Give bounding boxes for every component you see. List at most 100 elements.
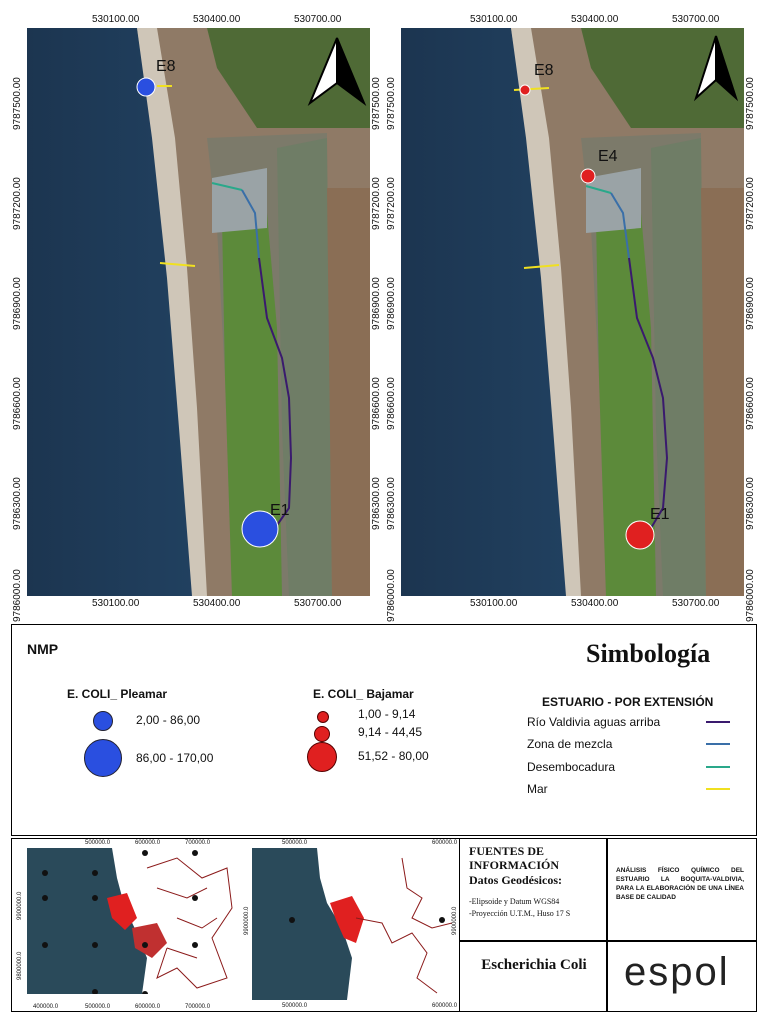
- inset-map-regional[interactable]: [252, 848, 453, 1000]
- inset2-x-tick: 600000.0: [432, 840, 458, 846]
- station-e1[interactable]: [241, 510, 279, 548]
- inset1-x-tick-bottom: 700000.0: [185, 1004, 211, 1010]
- bajamar-symbol-medium: [314, 726, 330, 742]
- parameter-box: [459, 941, 607, 1012]
- pleamar-symbol-small: [93, 711, 113, 731]
- station-e8[interactable]: [519, 84, 531, 96]
- x-axis-top-tick: 530400.00: [571, 14, 619, 25]
- y-axis-tick: 9787200.00: [12, 177, 23, 230]
- rio-valdivia-line: [628, 257, 669, 529]
- y-axis-right-tick: 9786300.00: [371, 477, 382, 530]
- estuario-item-mar: Mar: [527, 782, 548, 796]
- nmp-label: NMP: [27, 641, 59, 657]
- inset2-x-tick-bottom: 500000.0: [282, 1003, 308, 1009]
- sources-title: FUENTES DE INFORMACIÓN: [469, 844, 559, 872]
- zona-mezcla-line: [241, 189, 260, 259]
- sources-line-2: -Proyección U.T.M., Huso 17 S: [469, 909, 571, 918]
- desembocadura-line: [211, 182, 243, 191]
- y-axis-right-tick: 9786900.00: [371, 277, 382, 330]
- mar-line: [523, 264, 560, 269]
- map-panel-left: 530100.00 530400.00 530700.00 E8: [0, 0, 384, 622]
- north-arrow-icon: [307, 37, 367, 106]
- desembocadura-line: [585, 185, 612, 194]
- y-axis-tick: 9786300.00: [386, 477, 397, 530]
- station-e1[interactable]: [625, 520, 655, 550]
- bajamar-class-2: 9,14 - 44,45: [358, 725, 423, 739]
- map-panel-right: 530100.00 530400.00 530700.00: [384, 0, 768, 622]
- x-axis-bottom-tick: 530700.00: [294, 598, 342, 609]
- x-axis-bottom-tick: 530100.00: [92, 598, 140, 609]
- pleamar-symbol-large: [84, 739, 122, 777]
- y-axis-tick: 9786600.00: [12, 377, 23, 430]
- y-axis-right-tick: 9786600.00: [745, 377, 756, 430]
- bajamar-class-1: 1,00 - 9,14: [358, 707, 416, 721]
- y-axis-right-tick: 9787200.00: [371, 177, 382, 230]
- project-title-box: [607, 838, 757, 941]
- x-axis-top-tick: 530100.00: [470, 14, 518, 25]
- y-axis-tick: 9786000.00: [386, 569, 397, 622]
- y-axis-tick: 9787500.00: [386, 77, 397, 130]
- inset1-y-tick: 9900000.0: [17, 891, 23, 920]
- mar-line: [159, 262, 196, 267]
- y-axis-right-tick: 9786600.00: [371, 377, 382, 430]
- x-axis-bottom-tick: 530700.00: [672, 598, 720, 609]
- bajamar-class-3: 51,52 - 80,00: [358, 749, 429, 763]
- inset2-x-tick-bottom: 600000.0: [432, 1003, 458, 1009]
- x-axis-top-tick: 530700.00: [672, 14, 720, 25]
- x-axis-bottom-tick: 530100.00: [470, 598, 518, 609]
- bajamar-title: E. COLI_ Bajamar: [313, 687, 414, 701]
- bajamar-symbol-small: [317, 711, 329, 723]
- sources-box: [459, 838, 607, 941]
- station-label-e4: E4: [598, 148, 618, 165]
- legend-title: Simbología: [586, 639, 711, 668]
- inset-map-country[interactable]: [27, 848, 237, 997]
- y-axis-right-tick: 9786000.00: [745, 569, 756, 622]
- inset2-x-tick: 500000.0: [282, 840, 308, 846]
- inset2-y-tick: 9900000.0: [244, 906, 250, 935]
- estuario-title: ESTUARIO - POR EXTENSIÓN: [542, 695, 714, 709]
- x-axis-bottom-tick: 530400.00: [193, 598, 241, 609]
- inset2-y-tick: 9900000.0: [452, 906, 458, 935]
- station-label-e8: E8: [534, 62, 554, 79]
- y-axis-tick: 9786600.00: [386, 377, 397, 430]
- parameter-name: Escherichia Coli: [481, 957, 587, 973]
- estuario-swatch-mar: [706, 788, 730, 790]
- y-axis-tick: 9786000.00: [12, 569, 23, 622]
- y-axis-tick: 9786900.00: [12, 277, 23, 330]
- pleamar-title: E. COLI_ Pleamar: [67, 687, 168, 701]
- station-label-e1: E1: [650, 506, 670, 523]
- inset1-x-tick-bottom: 600000.0: [135, 1004, 161, 1010]
- x-axis-top-tick: 530400.00: [193, 14, 241, 25]
- y-axis-right-tick: 9787500.00: [745, 77, 756, 130]
- estuario-swatch-rio: [706, 721, 730, 723]
- y-axis-tick: 9787500.00: [12, 77, 23, 130]
- x-axis-top-tick: 530700.00: [294, 14, 342, 25]
- inset1-x-tick: 600000.0: [135, 840, 161, 846]
- x-axis-top-tick: 530100.00: [92, 14, 140, 25]
- inset1-x-tick: 700000.0: [185, 840, 211, 846]
- inset1-x-tick-bottom: 500000.0: [85, 1004, 111, 1010]
- estuario-item-rio: Río Valdivia aguas arriba: [527, 715, 661, 729]
- logo-box: [607, 941, 757, 1012]
- y-axis-right-tick: 9786900.00: [745, 277, 756, 330]
- estuario-swatch-mezcla: [706, 743, 730, 745]
- sources-line-1: -Elipsoide y Datum WGS84: [469, 897, 560, 906]
- north-arrow-icon: [693, 35, 739, 102]
- station-e4[interactable]: [580, 168, 596, 184]
- y-axis-right-tick: 9787500.00: [371, 77, 382, 130]
- station-e8[interactable]: [136, 77, 156, 97]
- zona-mezcla-line: [610, 192, 630, 259]
- pleamar-class-2: 86,00 - 170,00: [136, 751, 214, 765]
- y-axis-right-tick: 9786300.00: [745, 477, 756, 530]
- estuario-item-mezcla: Zona de mezcla: [527, 737, 613, 751]
- y-axis-tick: 9786900.00: [386, 277, 397, 330]
- estuario-item-desembocadura: Desembocadura: [527, 760, 616, 774]
- espol-logo: espol: [624, 950, 730, 994]
- rio-valdivia-line: [258, 257, 293, 529]
- aerial-map-right[interactable]: [401, 28, 744, 596]
- station-label-e8: E8: [156, 58, 176, 75]
- inset1-y-tick: 9800000.0: [17, 951, 23, 980]
- sources-subtitle: Datos Geodésicos:: [469, 873, 562, 887]
- aerial-map-left[interactable]: [27, 28, 370, 596]
- bajamar-symbol-large: [307, 742, 337, 772]
